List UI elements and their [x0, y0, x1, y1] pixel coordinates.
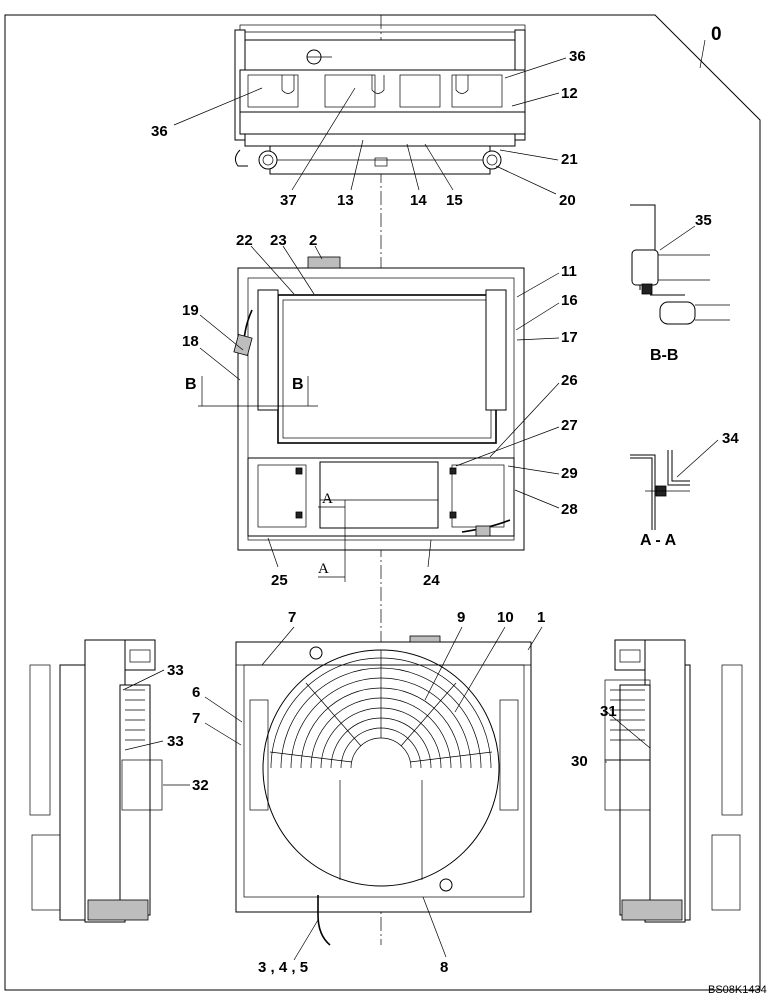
- callout-23: 23: [270, 232, 287, 249]
- callout-25: 25: [271, 572, 288, 589]
- callout-9: 9: [457, 609, 465, 626]
- callout-33-top: 33: [167, 662, 184, 679]
- leader-lines: [122, 39, 719, 961]
- cut-mark-b-left: B: [185, 376, 197, 393]
- callout-27: 27: [561, 417, 578, 434]
- right-side-view: [604, 639, 743, 923]
- callout-14: 14: [410, 192, 427, 209]
- callout-30: 30: [571, 753, 588, 770]
- callout-33-lower: 33: [167, 733, 184, 750]
- callout-12: 12: [561, 85, 578, 102]
- callout-37: 37: [280, 192, 297, 209]
- callout-16: 16: [561, 292, 578, 309]
- assembly-border: [4, 14, 761, 991]
- callout-17: 17: [561, 329, 578, 346]
- callout-11: 11: [561, 263, 577, 280]
- callout-29: 29: [561, 465, 578, 482]
- callout-2: 2: [309, 232, 317, 249]
- cut-mark-a-bottom: A: [318, 561, 329, 577]
- section-bb-label: B-B: [650, 347, 678, 364]
- drawing-code: BS08K1434: [708, 984, 767, 996]
- fan-view: [235, 635, 532, 946]
- callout-34: 34: [722, 430, 739, 447]
- callout-18: 18: [182, 333, 199, 350]
- callout-28: 28: [561, 501, 578, 518]
- callout-3-4-5: 3 , 4 , 5: [258, 959, 308, 976]
- callout-1: 1: [537, 609, 545, 626]
- callout-32: 32: [192, 777, 209, 794]
- callout-7-left: 7: [192, 710, 200, 727]
- callout-19: 19: [182, 302, 199, 319]
- section-aa-label: A - A: [640, 532, 677, 549]
- callout-20: 20: [559, 192, 576, 209]
- callout-21: 21: [561, 151, 578, 168]
- callout-labels: 0 36 36 12 21 20 37 13 14 15 22 23 2 35 …: [151, 24, 767, 996]
- section-aa-view: [630, 450, 690, 530]
- callout-36-left: 36: [151, 123, 168, 140]
- callout-22: 22: [236, 232, 253, 249]
- cut-mark-a-top: A: [322, 491, 333, 507]
- callout-36-right: 36: [569, 48, 586, 65]
- callout-10: 10: [497, 609, 514, 626]
- left-side-view: [29, 639, 163, 923]
- top-view: [234, 24, 526, 175]
- front-view: [198, 256, 525, 582]
- callout-35: 35: [695, 212, 712, 229]
- callout-31: 31: [600, 703, 617, 720]
- callout-13: 13: [337, 192, 354, 209]
- section-bb-view: [630, 204, 730, 325]
- callout-7-top: 7: [288, 609, 296, 626]
- cut-mark-b-right: B: [292, 376, 304, 393]
- callout-0: 0: [711, 24, 722, 45]
- callout-6: 6: [192, 684, 200, 701]
- callout-26: 26: [561, 372, 578, 389]
- callout-15: 15: [446, 192, 463, 209]
- callout-8: 8: [440, 959, 448, 976]
- callout-24: 24: [423, 572, 440, 589]
